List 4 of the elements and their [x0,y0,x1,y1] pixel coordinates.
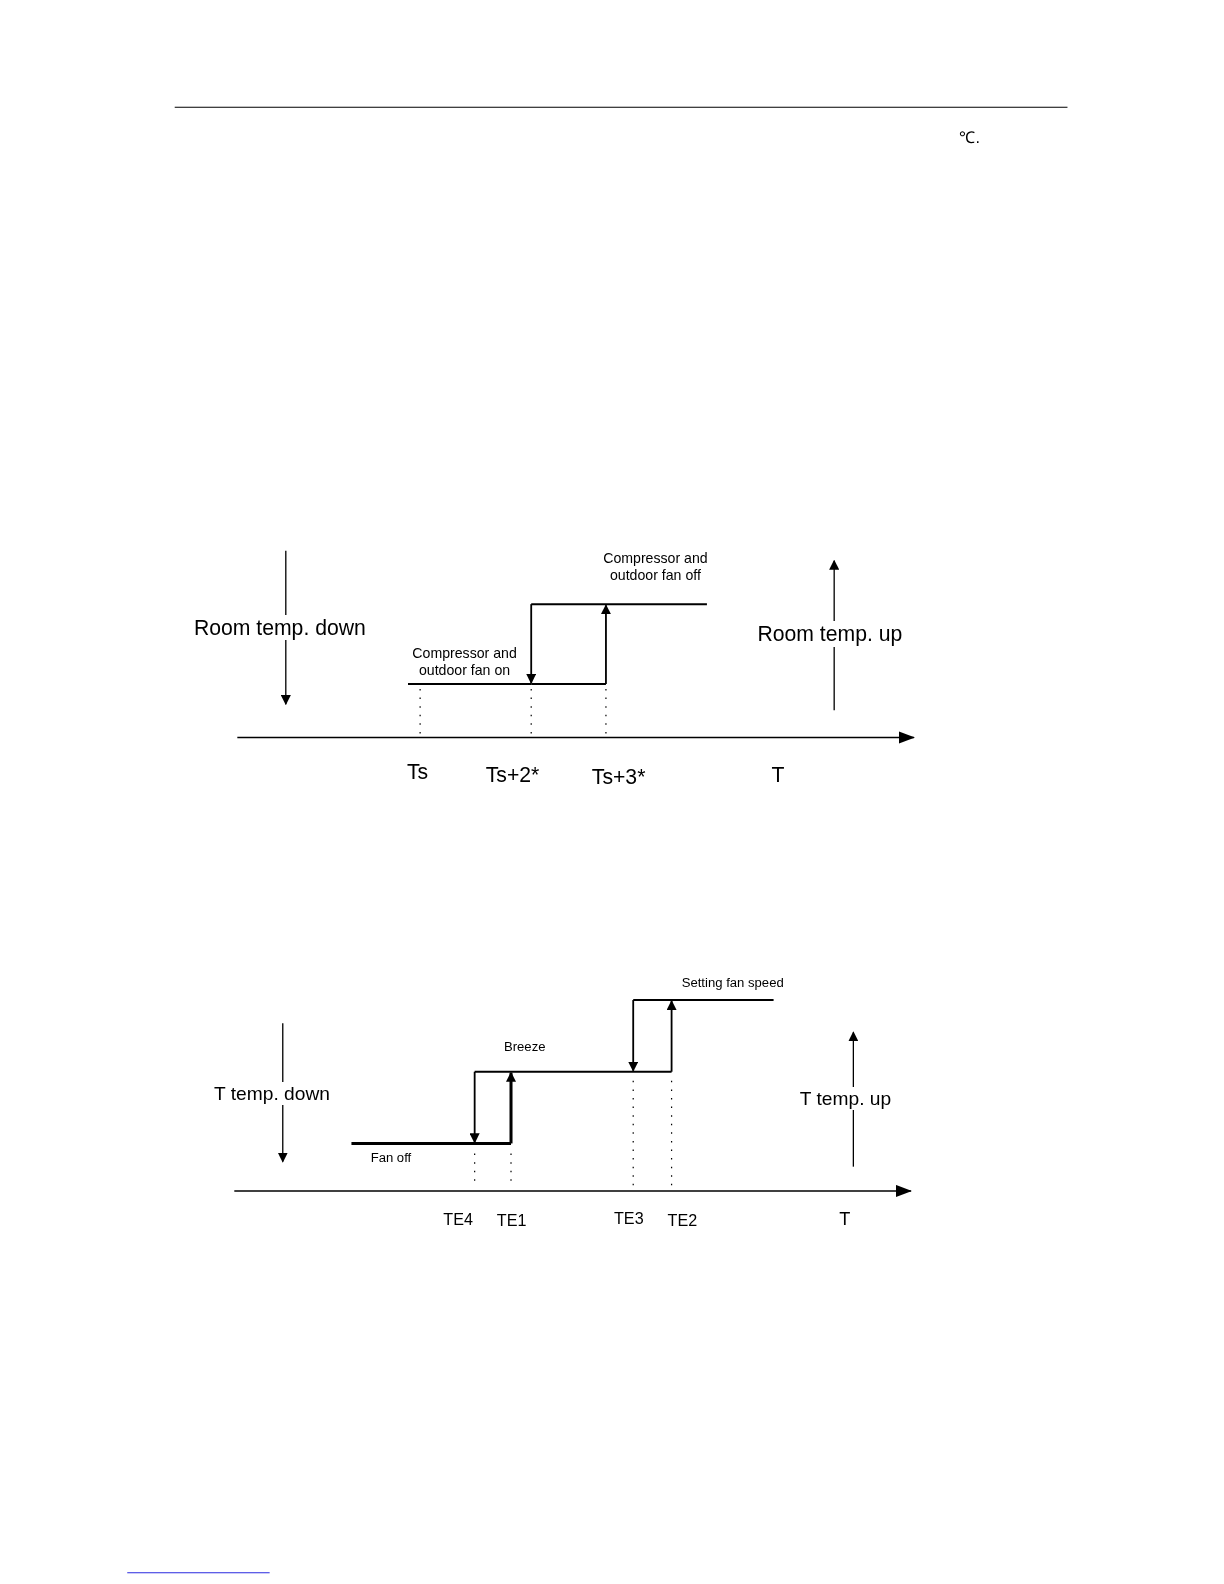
direction-label: Room temp. down [193,615,366,641]
direction-label: Room temp. up [757,621,903,647]
direction-label: T temp. up [799,1086,892,1110]
direction-label: T temp. down [214,1081,330,1105]
